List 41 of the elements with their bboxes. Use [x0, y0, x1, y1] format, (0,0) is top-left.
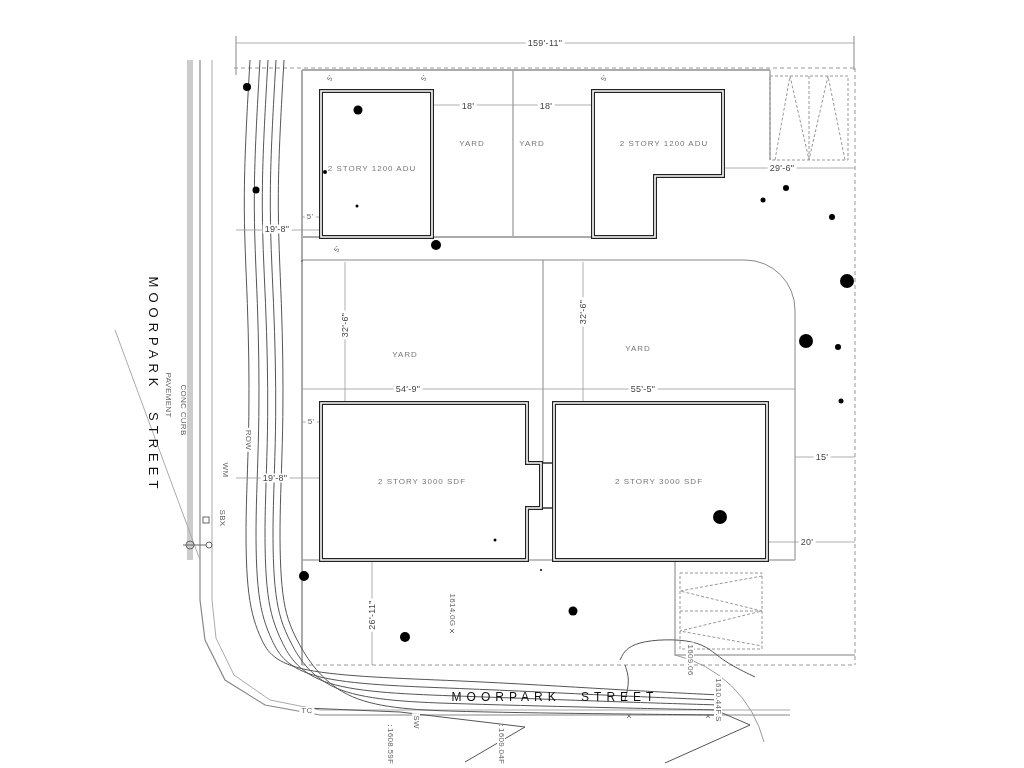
- utility-label: SW: [412, 713, 420, 731]
- street-label: PAVEMENT: [164, 370, 172, 420]
- dimension-label: 32'-6": [578, 297, 588, 327]
- area-label: YARD: [625, 343, 651, 353]
- building-label: 2 STORY 3000 SDF: [378, 476, 466, 486]
- dimension-label: 20': [798, 537, 816, 547]
- spot-elevation: 1608.59F: [386, 725, 394, 767]
- building-outline: [321, 403, 541, 560]
- dimension-label: 18': [459, 101, 477, 111]
- dimension-label: 55'-5": [628, 384, 658, 394]
- spot-elevation: 1610.44F.S: [714, 676, 722, 724]
- dimension-label: 18': [537, 101, 555, 111]
- dimension-label: 5': [304, 213, 316, 221]
- spot-elevation: 1609.04F: [497, 725, 505, 767]
- dimension-label: 5': [305, 418, 317, 426]
- dimension-label: 159'-11": [525, 38, 565, 48]
- area-label: YARD: [519, 138, 545, 148]
- utility-label: ROW: [244, 427, 252, 453]
- spot-elevation: 1614.0G: [448, 591, 456, 629]
- building-label: 2 STORY 1200 ADU: [327, 163, 417, 173]
- building-outline: [593, 91, 723, 237]
- spot-elevation: 1609.06: [686, 642, 694, 678]
- building-outline: [321, 91, 432, 237]
- dimension-label: 54'-9": [393, 384, 423, 394]
- building-outline: [554, 403, 767, 560]
- building-label: 2 STORY 1200 ADU: [619, 138, 709, 148]
- dimension-label: 29'-6": [767, 163, 797, 173]
- street-name: MOORPARK STREET: [450, 691, 660, 703]
- utility-label: WM: [221, 460, 229, 480]
- dimension-label: 15': [813, 452, 831, 462]
- curb-label: CONC CURB: [179, 382, 187, 438]
- dimension-label: 32'-6": [340, 310, 350, 340]
- building-label: 2 STORY 3000 SDF: [615, 476, 703, 486]
- dimension-label: 19'-8": [260, 473, 290, 483]
- dimension-label: 19'-8": [262, 224, 292, 234]
- street-name: MOORPARK STREET: [146, 275, 160, 496]
- area-label: YARD: [459, 138, 485, 148]
- utility-label: TC: [299, 707, 315, 715]
- dimension-label: 26'-11": [367, 598, 377, 632]
- utility-label: SBX: [218, 507, 226, 529]
- area-label: YARD: [392, 349, 418, 359]
